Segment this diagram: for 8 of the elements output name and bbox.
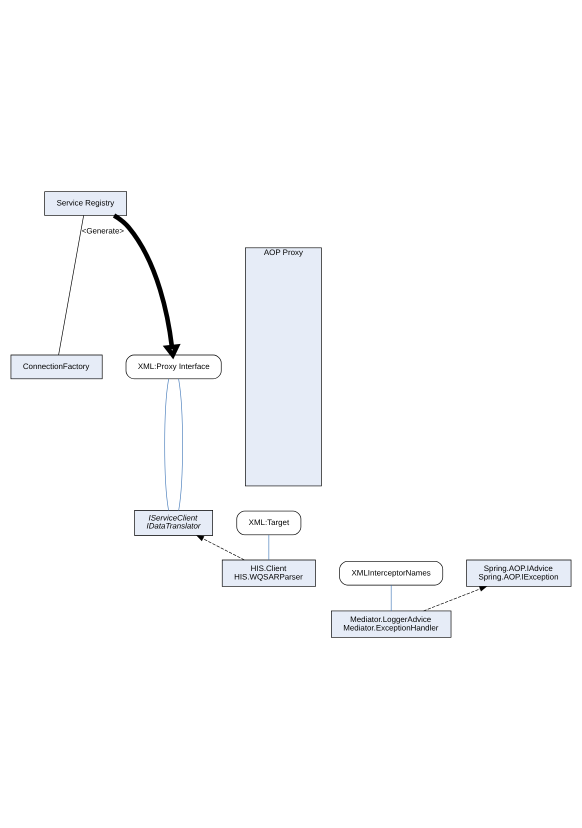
connector [178,378,183,510]
connector [164,378,169,510]
arrow [112,213,181,359]
arrow [423,586,488,611]
arrow [196,534,245,560]
connector [58,214,84,355]
connector [268,534,270,560]
connector [390,584,392,611]
